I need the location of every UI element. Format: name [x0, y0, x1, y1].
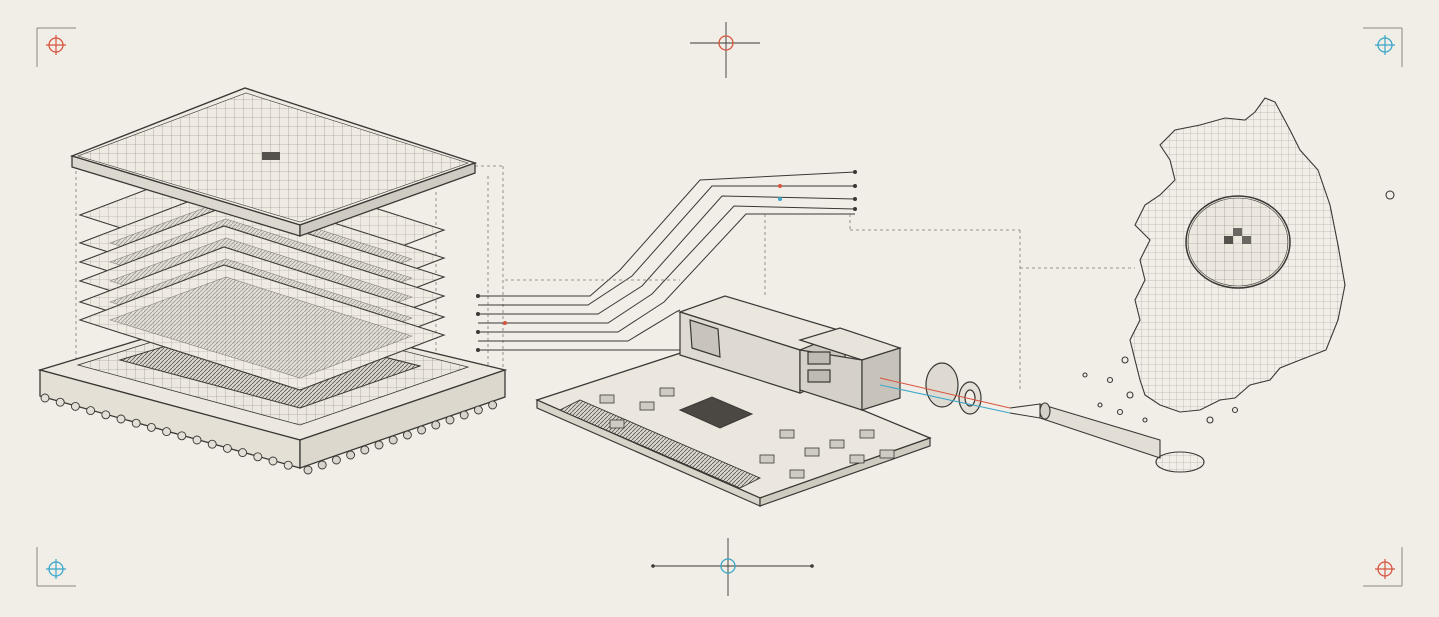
solder-ball — [70, 401, 80, 411]
lc-connector — [925, 362, 982, 415]
trace-terminals — [476, 170, 857, 352]
solder-ball — [40, 393, 50, 403]
solder-ball — [331, 455, 341, 465]
solder-ball — [177, 431, 187, 441]
optical-transceiver-module — [678, 295, 1011, 415]
smd-component — [609, 419, 625, 429]
crosshair-bottom-right — [1363, 547, 1403, 587]
smd-component — [849, 454, 865, 464]
solder-ball — [86, 406, 96, 416]
coastal-islands — [1082, 190, 1395, 424]
solder-ball — [303, 465, 313, 475]
smd-component — [639, 401, 655, 411]
solder-ball — [101, 410, 111, 420]
solder-ball — [459, 410, 469, 420]
die-layers — [78, 159, 446, 391]
solder-ball — [374, 440, 384, 450]
solder-ball — [55, 397, 65, 407]
smd-component — [779, 429, 795, 439]
solder-ball — [207, 439, 217, 449]
solder-ball — [488, 400, 498, 410]
solder-ball — [317, 460, 327, 470]
smd-component — [859, 429, 875, 439]
silicon-wafer — [1185, 195, 1291, 289]
solder-ball — [268, 456, 278, 466]
smd-component — [879, 449, 895, 459]
transceiver-circuit-board — [535, 344, 932, 507]
solder-ball — [146, 422, 156, 432]
smd-component — [789, 469, 805, 479]
solder-ball — [417, 425, 427, 435]
jeju-island — [1155, 451, 1205, 473]
fiber-optic-cable — [1009, 402, 1161, 459]
die-circuitry — [109, 276, 413, 379]
solder-ball — [116, 414, 126, 424]
crosshair-top-left — [36, 27, 76, 67]
crosshair-top-right — [1363, 27, 1403, 67]
solder-ball — [192, 435, 202, 445]
solder-ball — [360, 445, 370, 455]
smd-component — [829, 439, 845, 449]
solder-ball — [431, 420, 441, 430]
main-ic-chip — [678, 396, 754, 429]
crosshair-bottom-left — [36, 547, 76, 587]
board-components — [599, 387, 895, 479]
smd-component — [759, 454, 775, 464]
solder-ball — [131, 418, 141, 428]
solder-ball — [162, 427, 172, 437]
korea-map — [1082, 97, 1395, 473]
stacked-chip-package — [37, 87, 508, 475]
smd-component — [804, 447, 820, 457]
solder-ball — [238, 448, 248, 458]
smd-component — [659, 387, 675, 397]
solder-ball — [402, 430, 412, 440]
solder-ball — [222, 443, 232, 453]
registration-marks — [36, 22, 1403, 596]
solder-ball-array — [40, 393, 498, 475]
crosshair-bottom-center — [651, 538, 814, 596]
solder-ball — [388, 435, 398, 445]
crosshair-top-center — [690, 22, 760, 78]
smd-component — [599, 394, 615, 404]
solder-ball — [283, 460, 293, 470]
signal-traces — [476, 170, 1135, 390]
solder-ball — [253, 452, 263, 462]
solder-ball — [445, 415, 455, 425]
heat-spreader-lid — [69, 87, 478, 237]
solder-ball — [346, 450, 356, 460]
solder-ball — [473, 405, 483, 415]
